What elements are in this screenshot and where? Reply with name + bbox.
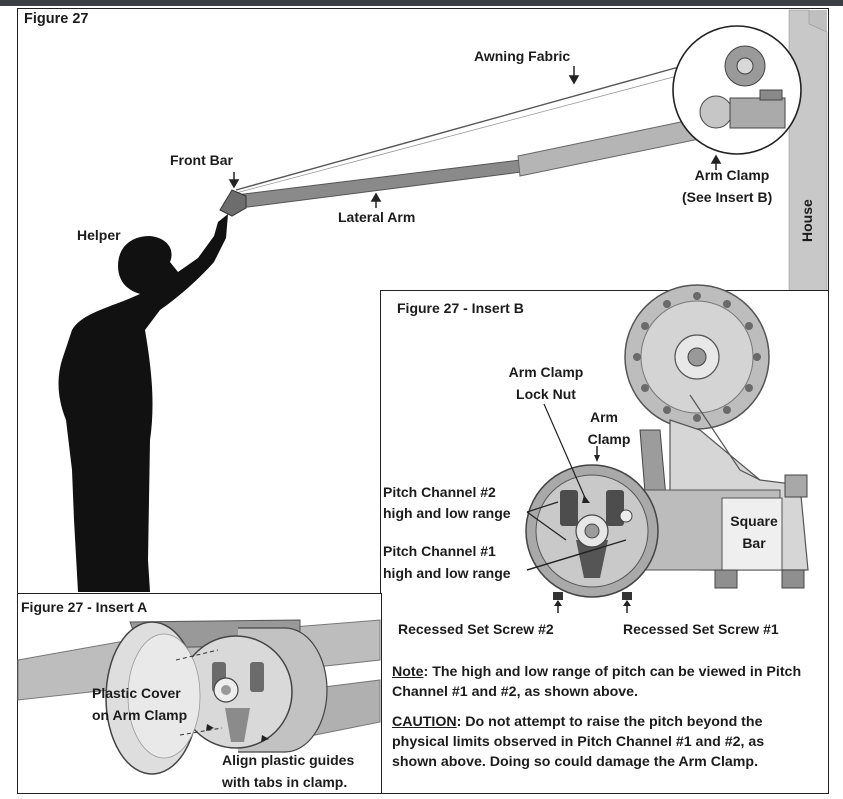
lock-nut-label-line2: Lock Nut [516,386,576,402]
align-guides-label-line2: with tabs in clamp. [222,774,348,790]
front-bar-end [219,189,247,217]
align-guides-label-line1: Align plastic guides [222,752,355,768]
insert-a-title: Figure 27 - Insert A [21,599,148,615]
square-bar-label-line1: Square [730,513,778,529]
plastic-cover-label-line1: Plastic Cover [92,685,181,701]
insert-b-arm-label: Arm [589,409,618,425]
note-paragraph: Note: The high and low range of pitch ca… [392,662,812,702]
lock-nut-label-line1: Arm Clamp [508,364,584,380]
front-bar-label: Front Bar [170,152,233,168]
pitch-channel-2-label-line2: high and low range [383,505,511,521]
pitch-channel-1-label-line2: high and low range [383,565,511,581]
pitch-channel-1-label-line1: Pitch Channel #1 [383,543,496,559]
square-bar-label-line2: Bar [742,535,766,551]
awning-fabric-label: Awning Fabric [474,48,571,64]
arm-clamp-label: Arm Clamp [686,166,778,184]
arrow-indicators [228,66,722,208]
arm-clamp-see-insert-label: (See Insert B) [682,189,773,205]
caution-text: : Do not attempt to raise the pitch beyo… [392,714,765,770]
caution-heading: CAUTION [392,714,457,730]
arm-clamp-label-line1: Arm Clamp [694,167,770,183]
note-text: : The high and low range of pitch can be… [392,664,802,700]
pitch-channel-2-label-line1: Pitch Channel #2 [383,484,496,500]
square-bar [721,497,783,571]
figure-title: Figure 27 [24,11,89,27]
insert-b-title: Figure 27 - Insert B [397,300,524,316]
top-bar [0,0,843,6]
lateral-arm-label: Lateral Arm [338,209,416,225]
plastic-cover-label-line2: on Arm Clamp [92,707,188,723]
awning-fabric-line [235,49,741,191]
insert-b-clamp-label: Clamp [587,431,631,447]
set-screw-1-label: Recessed Set Screw #1 [623,621,779,637]
set-screw-2-label: Recessed Set Screw #2 [398,621,554,637]
helper-label: Helper [77,227,121,243]
note-heading: Note [392,664,424,680]
caution-paragraph: CAUTION: Do not attempt to raise the pit… [392,712,812,772]
helper-silhouette [58,214,228,592]
